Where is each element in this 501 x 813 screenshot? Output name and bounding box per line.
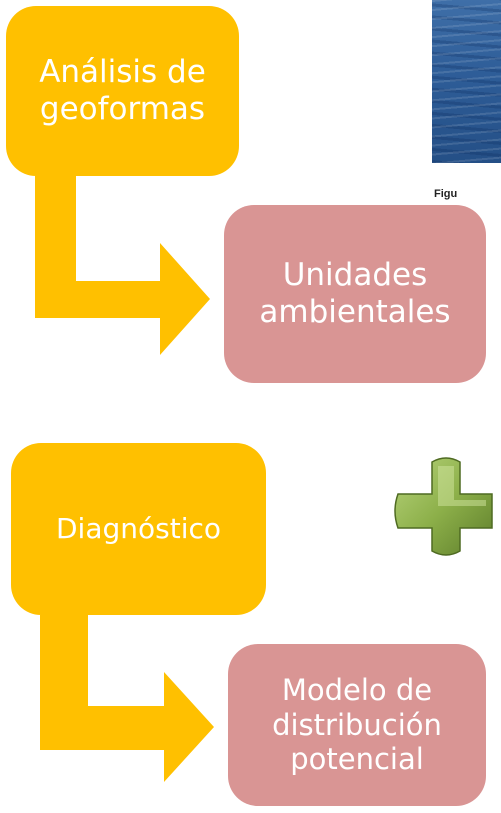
diagnostico-box: Diagnóstico [11, 443, 266, 615]
figure-caption: Figu [434, 188, 458, 200]
modelo-line-1: Modelo de [281, 672, 433, 707]
modelo-line-3: potencial [290, 742, 424, 777]
unidades-ambientales-box: Unidades ambientales [224, 205, 486, 383]
unidades-line-1: Unidades [282, 256, 428, 293]
plus-icon [394, 457, 493, 556]
water-photo [432, 0, 501, 163]
unidades-line-2: ambientales [259, 294, 451, 330]
diagnostico-line-1: Diagnóstico [55, 512, 222, 546]
bent-arrow-top [35, 176, 210, 355]
modelo-distribucion-box: Modelo de distribución potencial [228, 644, 486, 806]
analisis-geoformas-box: Análisis de geoformas [6, 6, 239, 176]
analisis-line-1: Análisis de [39, 53, 206, 90]
analisis-line-2: geoformas [39, 91, 206, 127]
modelo-line-2: distribución [272, 707, 442, 742]
bent-arrow-bottom [40, 615, 214, 782]
